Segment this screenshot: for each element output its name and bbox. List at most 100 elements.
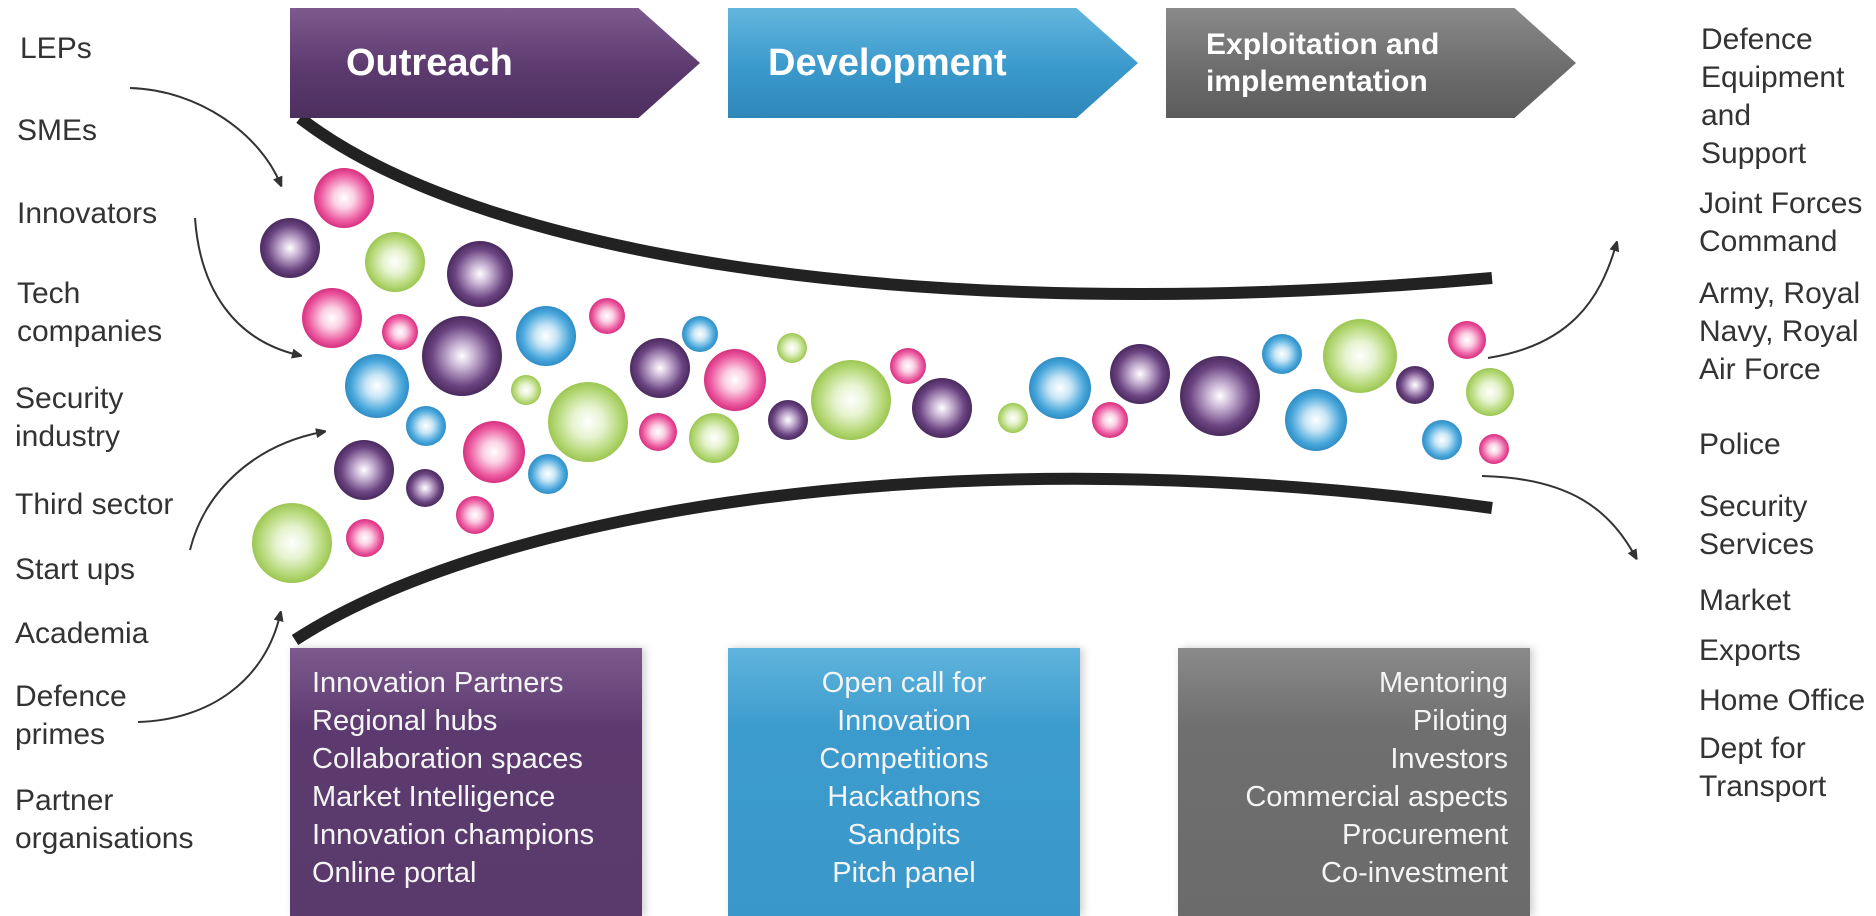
bubble (689, 413, 739, 463)
bubble (334, 440, 394, 500)
activity-item: Commercial aspects (1245, 781, 1508, 813)
dest-label-line: and (1701, 99, 1752, 132)
stage-exploitation-title-line: Exploitation and (1206, 28, 1440, 61)
dest-label-line: Home Office (1699, 684, 1866, 717)
bubble (382, 314, 418, 350)
dest-label-line: Transport (1699, 770, 1827, 803)
funnel-bottom-wall (291, 472, 1493, 646)
bubble (630, 338, 690, 398)
arrow-out-lower (1481, 475, 1635, 556)
activity-item: Investors (1390, 743, 1508, 775)
dest-label-line: Equipment (1701, 61, 1845, 94)
dest-label-line: Air Force (1699, 353, 1821, 386)
dest-defence-equipment-support: Defence Equipment and Support (1701, 21, 1844, 173)
source-defence-primes: Defence primes (15, 678, 127, 754)
arrow-in-third-sector (189, 432, 322, 551)
activity-item: Innovation Partners (312, 667, 564, 699)
activity-item: Hackathons (827, 781, 981, 813)
stage-exploitation-header: Exploitation and implementation (1166, 8, 1576, 118)
stage-outreach-title: Outreach (346, 41, 513, 84)
bubble (252, 503, 332, 583)
dest-label-line: Support (1701, 137, 1807, 170)
bubble (682, 316, 718, 352)
activity-item: Regional hubs (312, 705, 498, 737)
arrow-in-leps (129, 87, 280, 183)
bubble (456, 496, 494, 534)
bubble (1092, 402, 1128, 438)
activity-item: Co-investment (1321, 857, 1508, 889)
dest-exports: Exports (1699, 632, 1801, 670)
bubble (406, 469, 444, 507)
bubble (1029, 357, 1091, 419)
source-tech-companies: Tech companies (17, 275, 162, 351)
dest-dept-for-transport: Dept for Transport (1699, 730, 1826, 806)
activity-item: Procurement (1341, 819, 1508, 851)
source-security-industry: Security industry (15, 380, 123, 456)
funnel-top-wall (296, 113, 1493, 300)
bubble (1262, 334, 1302, 374)
source-leps: LEPs (20, 30, 92, 68)
dest-label-line: Police (1699, 428, 1781, 461)
bubble (1448, 321, 1486, 359)
source-label-line: Academia (15, 617, 149, 650)
activity-item: Collaboration spaces (312, 743, 583, 775)
bubble (516, 306, 576, 366)
bubble (422, 316, 502, 396)
dest-label-line: Security (1699, 490, 1808, 523)
bubble (639, 413, 677, 451)
stage-exploitation-title-line: implementation (1206, 65, 1428, 98)
source-label-line: Start ups (15, 553, 136, 586)
activity-item: Mentoring (1379, 667, 1508, 699)
bubble (998, 403, 1028, 433)
activity-item: Market Intelligence (312, 781, 556, 813)
dest-label-line: Market (1699, 584, 1791, 617)
source-label-line: companies (17, 315, 163, 348)
dest-home-office: Home Office (1699, 682, 1865, 720)
source-start-ups: Start ups (15, 551, 135, 589)
bubble (912, 378, 972, 438)
stage-development-header: Development (728, 8, 1138, 118)
bubble (1466, 368, 1514, 416)
source-label-line: industry (15, 420, 121, 453)
development-activities-box: Open call for Innovation Competitions Ha… (728, 648, 1080, 916)
bubble (1422, 420, 1462, 460)
bubble (548, 382, 628, 462)
activity-item: Online portal (312, 857, 477, 889)
source-label-line: Defence (15, 680, 127, 713)
bubble (260, 218, 320, 278)
dest-label-line: Dept for (1699, 732, 1806, 765)
activity-item: Piloting (1412, 705, 1508, 737)
dest-security-services: Security Services (1699, 488, 1814, 564)
source-label-line: Tech (17, 277, 81, 310)
source-smes: SMEs (17, 112, 97, 150)
stage-development-title: Development (768, 41, 1007, 84)
dest-label-line: Army, Royal (1699, 277, 1861, 310)
bubble (890, 348, 926, 384)
source-innovators: Innovators (17, 195, 157, 233)
dest-market: Market (1699, 582, 1791, 620)
activity-item: Competitions (819, 743, 989, 775)
dest-label-line: Exports (1699, 634, 1801, 667)
bubble (1110, 344, 1170, 404)
dest-joint-forces-command: Joint Forces Command (1699, 185, 1862, 261)
exploitation-activities-box: Mentoring Piloting Investors Commercial … (1178, 648, 1530, 916)
bubble (1180, 356, 1260, 436)
bubble (346, 519, 384, 557)
activity-item: Pitch panel (832, 857, 976, 889)
source-label-line: SMEs (17, 114, 98, 147)
arrow-in-defence-primes (137, 615, 280, 723)
bubble (345, 354, 409, 418)
activity-item: Open call for (821, 667, 987, 699)
source-label-line: Third sector (15, 488, 174, 521)
bubble (302, 288, 362, 348)
bubble (704, 349, 766, 411)
source-partner-organisations: Partner organisations (15, 782, 193, 858)
dest-label-line: Joint Forces (1699, 187, 1863, 220)
dest-label-line: Defence (1701, 23, 1813, 56)
bubble (447, 241, 513, 307)
source-label-line: Security (15, 382, 124, 415)
dest-label-line: Navy, Royal (1699, 315, 1859, 348)
arrow-out-upper (1487, 245, 1616, 359)
bubble (406, 406, 446, 446)
arrow-in-innovators (194, 217, 298, 355)
